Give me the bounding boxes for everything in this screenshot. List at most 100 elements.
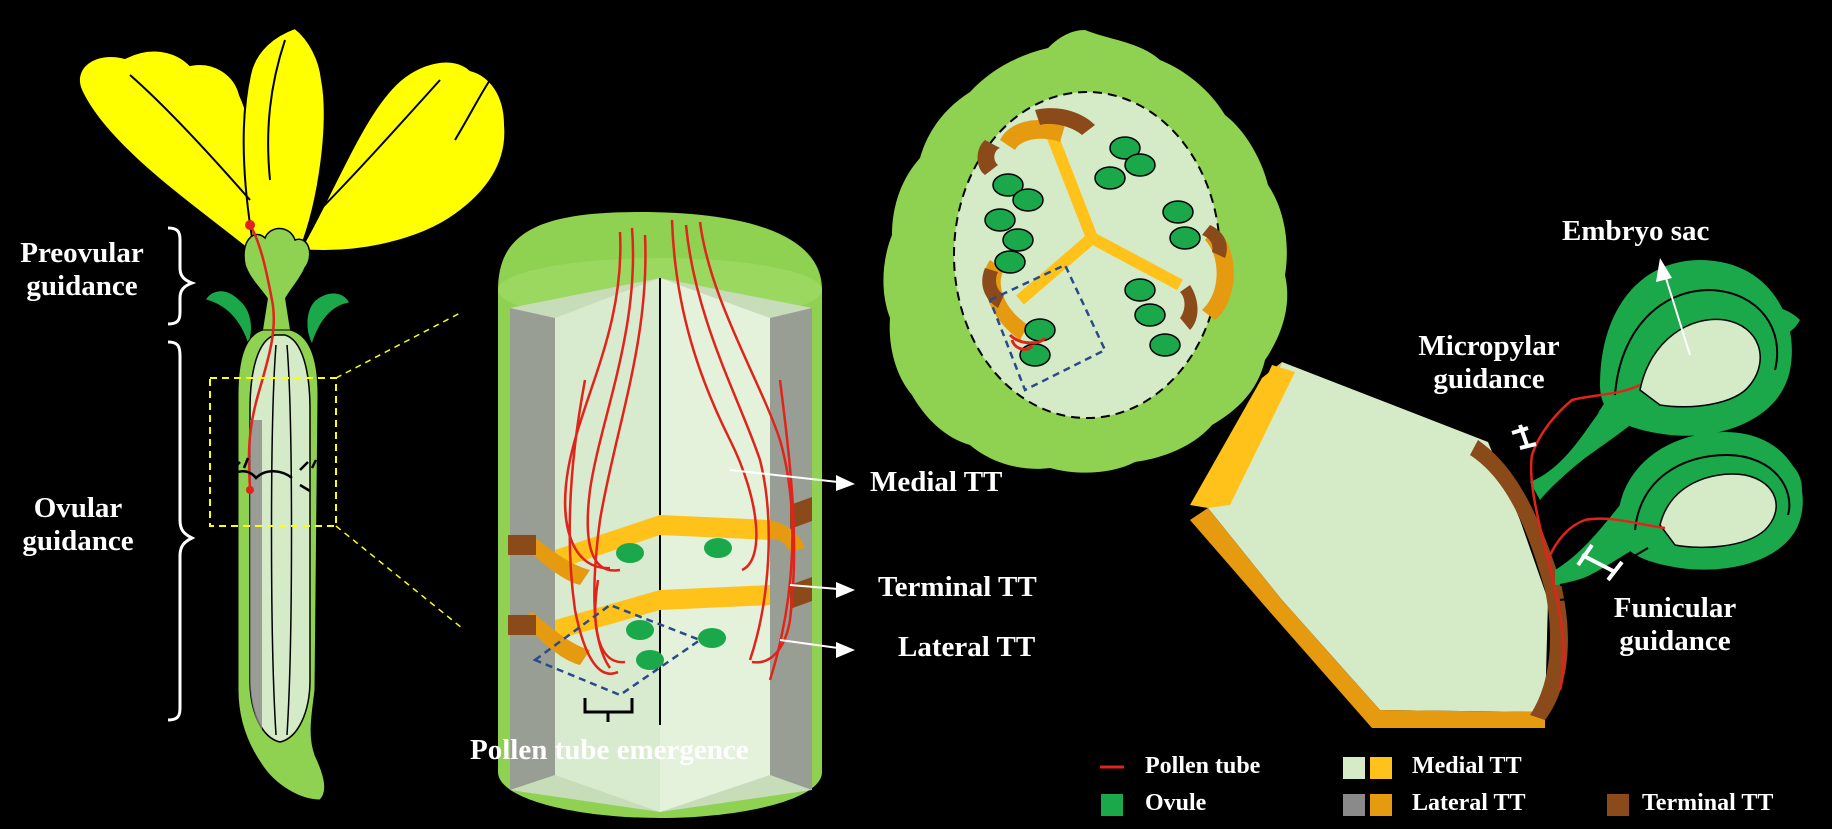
cs-ovule-6 [984, 208, 1016, 232]
preovular-brace [167, 226, 197, 326]
lateral-tt-label: Lateral TT [898, 631, 1036, 663]
pollen-tube-tip-dot [246, 486, 254, 494]
ovule-cyl-4 [636, 650, 664, 670]
legend-swatch-lateral-gray [1343, 794, 1365, 816]
cs-ovule-2 [1124, 153, 1156, 177]
septum-line-1 [270, 344, 277, 736]
terminal-tt-right-upper [790, 497, 812, 529]
embryo-sac-arrow-line [1664, 274, 1691, 356]
flower-pollen-tube [247, 224, 276, 489]
terminal-tt-left-lower [508, 615, 536, 635]
ovular-guidance-label: Ovular guidance [2, 492, 154, 559]
lateral-tt-bottom [1190, 508, 1545, 728]
cs-ovule-11 [1124, 278, 1156, 302]
cs-terminal-tt-2 [977, 140, 1000, 175]
medial-tt-band-upper [555, 515, 770, 570]
pollen-tube-emergence-label: Pollen tube emergence [470, 734, 749, 766]
micropylar-guidance-label: Micropylar guidance [1396, 330, 1582, 397]
legend-pollen-tube-label: Pollen tube [1145, 753, 1261, 779]
cyl-tube-8 [751, 379, 796, 664]
funicular-outline [1534, 411, 1801, 601]
cs-ovule-7 [1002, 228, 1034, 252]
zoom-line-top [335, 311, 463, 379]
cs-ovule-5 [1012, 188, 1044, 212]
micropylar-bracket [1511, 424, 1537, 450]
integument-2 [1634, 453, 1791, 531]
micropylar-label-line2: guidance [1433, 363, 1545, 396]
ovary-cross-section [883, 30, 1288, 473]
funicular-guidance-label: Funicular guidance [1590, 592, 1760, 659]
arrow-medial-line [729, 469, 839, 483]
ovule-cyl-5 [698, 628, 726, 648]
cross-section-cavity [953, 91, 1221, 419]
cs-ovule-10 [1169, 226, 1201, 250]
integument-1 [1614, 288, 1779, 396]
tissue-wedge [1208, 362, 1548, 712]
ovule-cyl-3 [626, 620, 654, 640]
ovular-label-line1: Ovular [33, 492, 123, 524]
legend-swatches [1100, 757, 1629, 816]
embryo-sac-label: Embryo sac [1562, 215, 1710, 247]
cs-ovule-4 [992, 173, 1024, 197]
legend-terminal-tt-label: Terminal TT [1642, 790, 1774, 816]
ovular-label-line2: guidance [22, 525, 134, 558]
funicular-bracket [1576, 543, 1624, 582]
micropylar-label-line1: Micropylar [1418, 330, 1560, 362]
cyl-tube-5 [670, 219, 758, 572]
cylinder-pollen-tubes [563, 219, 796, 681]
cylinder-label-arrows [729, 469, 855, 658]
lateral-tt-upper-left [520, 535, 590, 585]
legend-swatch-lateral-orange [1370, 794, 1392, 816]
petal-right [298, 60, 507, 252]
terminal-tt-curve [1470, 440, 1568, 720]
sepal-left [203, 289, 253, 348]
legend-ovule-label: Ovule [1145, 790, 1207, 816]
ovule-cyl-1 [616, 543, 644, 563]
arrow-terminal-head [836, 582, 855, 598]
cs-pollen-tube [1008, 333, 1047, 351]
ovule-pollen-tube [1529, 383, 1666, 691]
sepal-right [306, 292, 352, 347]
embryo-sac-1 [1639, 318, 1761, 408]
ovule-guidance-marks [227, 457, 318, 493]
cs-ovule-14 [1024, 318, 1056, 342]
ovular-brace [167, 340, 196, 722]
arrow-lateral-head [836, 642, 855, 658]
cs-ovule-12 [1134, 303, 1166, 327]
funicular-label-line1: Funicular [1613, 592, 1737, 624]
ovary-section-3d [498, 212, 822, 818]
arrow-terminal-line [789, 584, 839, 590]
ovule-detail [1190, 258, 1803, 728]
cs-ovule-8 [994, 250, 1026, 274]
legend-medial-tt-label: Medial TT [1412, 753, 1522, 779]
cs-ovule-13 [1149, 333, 1181, 357]
pollen-grain-on-stigma [245, 220, 255, 230]
cyl-tube-1 [563, 231, 622, 570]
legend-swatch-medial-yellow [1370, 757, 1392, 779]
cyl-tube-4 [568, 379, 619, 675]
cyl-tube-7 [698, 221, 794, 681]
embryo-sac-arrow-head [1656, 258, 1672, 282]
emergence-bracket [583, 698, 634, 722]
petal-middle [242, 26, 326, 257]
medial-tt-label: Medial TT [870, 466, 1003, 498]
preovular-label-line2: guidance [26, 270, 138, 303]
cylinder-ovules [616, 538, 732, 670]
lateral-tt-lower-left [520, 612, 590, 665]
septum-line-2 [286, 344, 293, 736]
preovular-label-line1: Preovular [20, 237, 144, 269]
zoom-line-bottom [335, 525, 463, 629]
flower-petals [77, 26, 507, 257]
petal-veins [129, 39, 491, 221]
cs-ovule-15 [1019, 343, 1051, 367]
zoom-box-yellow [209, 377, 337, 527]
terminal-tt-label: Terminal TT [878, 571, 1037, 603]
ovule-cyl-2 [704, 538, 732, 558]
zoom-box-blue-cylinder [532, 603, 703, 697]
embryo-sac-2 [1659, 473, 1777, 549]
lateral-tt-right-upper [770, 520, 805, 552]
terminal-tt-left-upper [508, 535, 536, 555]
legend-swatch-terminal [1607, 794, 1629, 816]
cs-terminal-tt-3 [1202, 225, 1227, 258]
lateral-tt-edge [1208, 365, 1295, 508]
